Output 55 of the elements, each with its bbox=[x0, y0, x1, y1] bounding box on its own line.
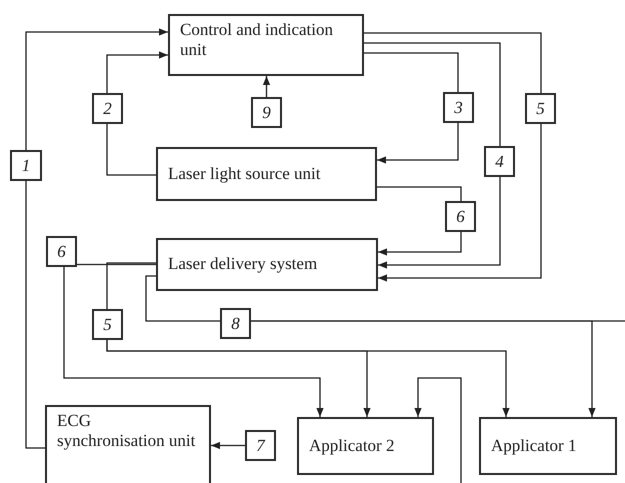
arrow bbox=[378, 177, 501, 269]
arrow bbox=[414, 377, 462, 483]
unit-box bbox=[168, 14, 364, 76]
arrow bbox=[25, 28, 168, 150]
connector-line bbox=[106, 262, 156, 309]
arrow bbox=[106, 340, 510, 417]
connector-line bbox=[25, 181, 45, 449]
unit-box bbox=[45, 405, 211, 483]
unit-label: Applicator 2 bbox=[309, 436, 394, 456]
connector-line bbox=[145, 275, 220, 322]
arrow bbox=[262, 76, 270, 97]
unit-label: Laser delivery system bbox=[168, 254, 318, 275]
connector-line bbox=[106, 124, 156, 176]
connector-line bbox=[364, 42, 501, 146]
number-label: 8 bbox=[231, 314, 240, 334]
arrow bbox=[106, 51, 168, 93]
number-box bbox=[46, 236, 77, 267]
number-label: 9 bbox=[262, 102, 271, 122]
number-label: 7 bbox=[256, 436, 265, 456]
connector-line bbox=[377, 186, 462, 201]
number-box bbox=[443, 92, 474, 123]
unit-box bbox=[297, 417, 434, 475]
number-label: 5 bbox=[536, 98, 545, 118]
connector-line bbox=[77, 264, 156, 266]
number-box bbox=[92, 93, 123, 124]
unit-label: Laser light source unit bbox=[168, 164, 320, 184]
unit-label: Control and indication unit bbox=[180, 20, 334, 61]
number-box bbox=[445, 201, 476, 232]
unit-box bbox=[479, 417, 617, 475]
arrow bbox=[211, 442, 245, 450]
number-label: 2 bbox=[103, 98, 112, 118]
connector-line bbox=[251, 320, 625, 322]
unit-label: ECG synchronisation unit bbox=[57, 411, 196, 452]
arrow bbox=[378, 232, 462, 256]
arrow bbox=[378, 124, 542, 282]
number-label: 4 bbox=[495, 152, 504, 172]
number-box bbox=[251, 97, 282, 128]
number-box bbox=[92, 309, 123, 340]
number-box bbox=[525, 93, 556, 124]
unit-box bbox=[156, 147, 377, 201]
number-label: 3 bbox=[454, 98, 463, 118]
number-label: 6 bbox=[456, 206, 465, 226]
number-box bbox=[245, 430, 276, 461]
number-box bbox=[484, 146, 515, 177]
unit-label: Applicator 1 bbox=[491, 436, 576, 456]
number-box bbox=[220, 308, 251, 339]
number-label: 6 bbox=[57, 242, 66, 262]
arrow bbox=[377, 123, 459, 164]
number-label: 1 bbox=[22, 156, 30, 176]
arrow bbox=[63, 267, 324, 417]
number-box bbox=[10, 150, 42, 181]
connector-line bbox=[364, 32, 542, 93]
connector-line bbox=[364, 52, 459, 92]
number-label: 5 bbox=[103, 314, 112, 334]
unit-box bbox=[156, 238, 378, 291]
